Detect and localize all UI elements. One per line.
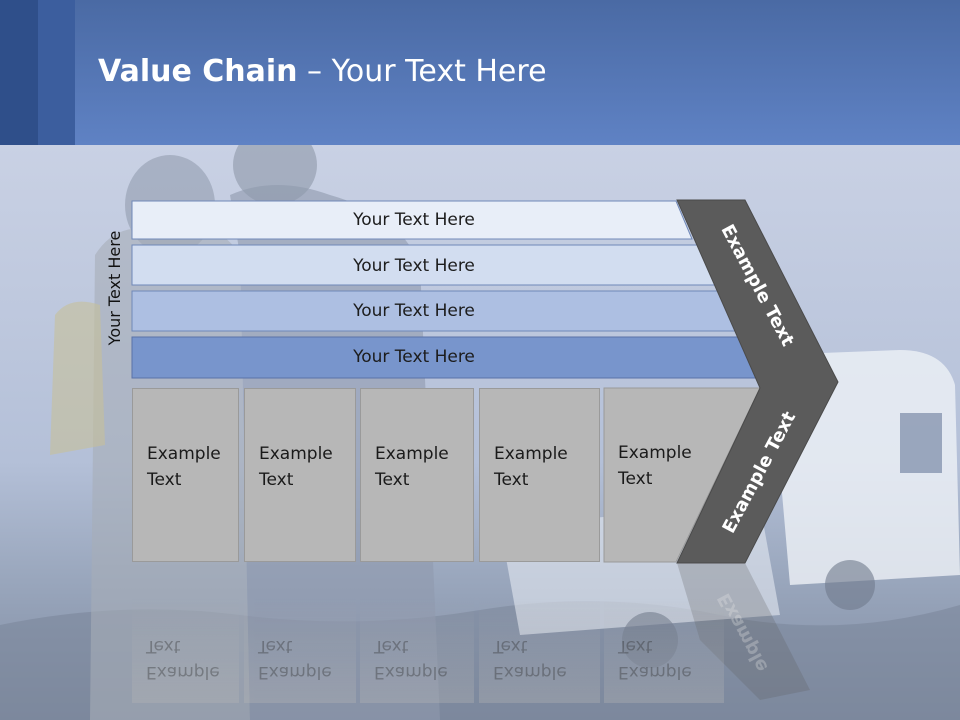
header-bar: Value Chain – Your Text Here (0, 0, 960, 145)
chevron-arrow (676, 199, 839, 564)
row-label-3: Your Text Here (353, 301, 475, 321)
chevron-reflection (677, 563, 810, 700)
row-label-1: Your Text Here (353, 210, 475, 230)
row-banner-1 (131, 200, 693, 240)
slide-title: Value Chain – Your Text Here (98, 54, 547, 89)
header-accent-band (0, 0, 38, 145)
vertical-axis-label: Your Text Here (105, 230, 124, 346)
title-bold: Value Chain (98, 54, 298, 89)
title-rest: – Your Text Here (297, 54, 547, 89)
row-label-4: Your Text Here (353, 347, 475, 367)
column-box-5 (603, 387, 761, 563)
header-accent-band (38, 0, 75, 145)
row-label-2: Your Text Here (353, 256, 475, 276)
